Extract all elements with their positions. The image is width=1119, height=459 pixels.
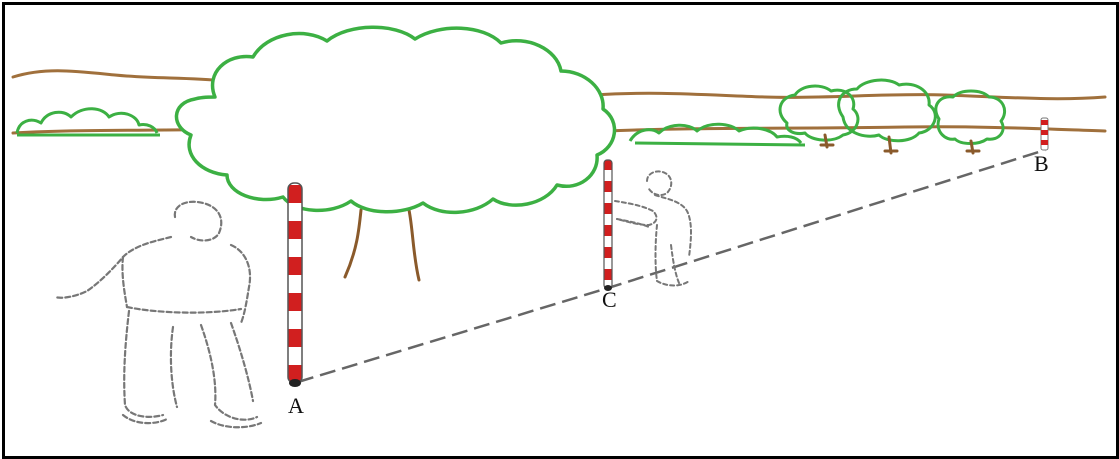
ranging-pole-c bbox=[604, 160, 612, 291]
point-label-b: B bbox=[1034, 151, 1049, 176]
ranging-pole-a bbox=[288, 183, 302, 387]
surveyor-right bbox=[615, 171, 691, 285]
ranging-pole-b bbox=[1041, 118, 1048, 150]
point-label-c: C bbox=[602, 287, 617, 312]
tree-trunk-right bbox=[409, 210, 419, 280]
tree-canopy bbox=[176, 27, 614, 212]
small-trees bbox=[780, 80, 1005, 153]
surveyor-left bbox=[55, 202, 261, 428]
survey-ranging-illustration: A C B bbox=[5, 5, 1116, 456]
point-label-a: A bbox=[288, 393, 304, 418]
large-tree bbox=[176, 27, 614, 280]
tree-trunk-left bbox=[345, 210, 361, 277]
